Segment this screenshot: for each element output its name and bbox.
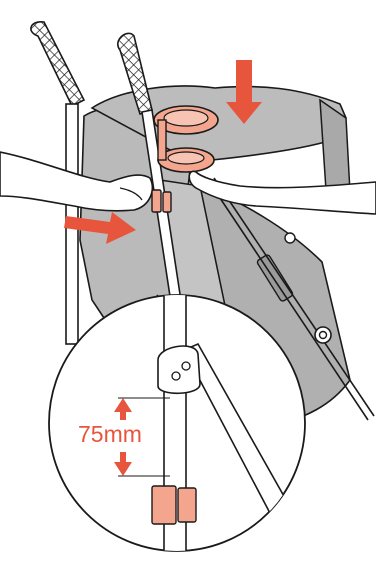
cup-holder-arm: [158, 120, 166, 160]
detail-joint: [158, 346, 200, 393]
detail-clip-right: [178, 488, 196, 522]
detail-clip-left: [152, 486, 176, 524]
detail-tube: [164, 290, 186, 567]
attachment-clip: [152, 190, 161, 212]
detail-rivet-2: [182, 362, 190, 370]
canopy-side: [320, 100, 350, 192]
dimension-label: 75mm: [78, 423, 142, 446]
attachment-clip-2: [163, 192, 171, 212]
detail-rivet-1: [172, 372, 180, 380]
canopy-joint: [285, 233, 295, 243]
cup-holder-top-inner: [164, 110, 208, 126]
cup-holder-bottom-inner: [168, 152, 204, 164]
front-joint-pin: [320, 332, 327, 339]
left-handle-grip: [31, 22, 84, 106]
